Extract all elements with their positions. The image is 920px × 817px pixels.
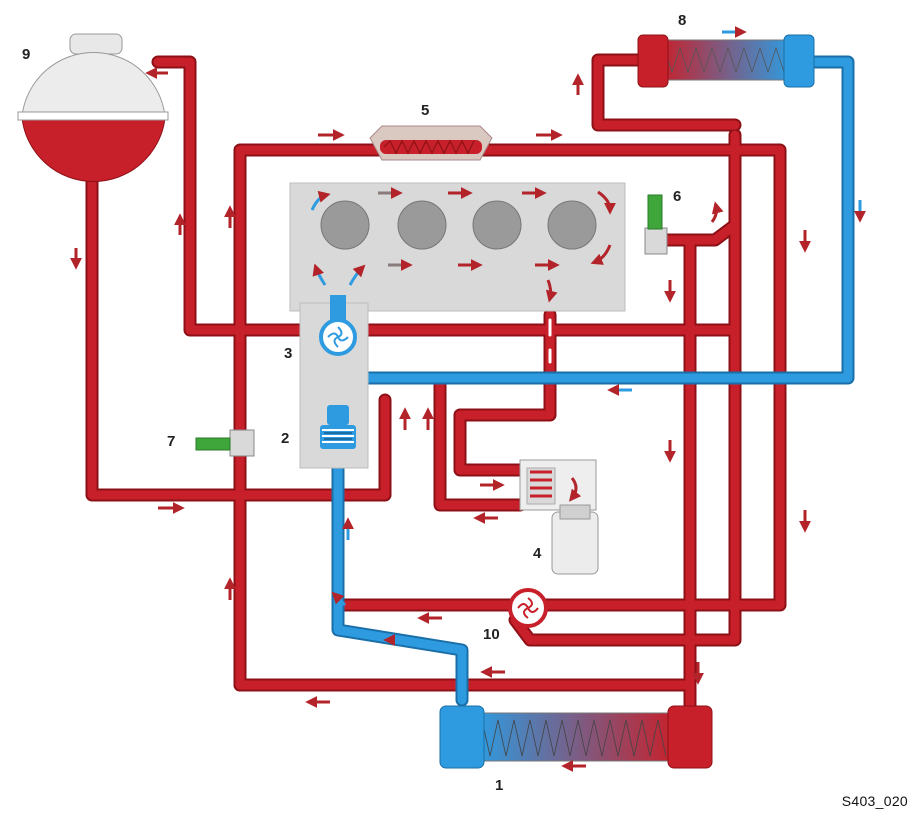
flow-arrows-cold bbox=[331, 26, 866, 646]
label-radiator: 1 bbox=[495, 777, 504, 794]
figure-code: S403_020 bbox=[841, 793, 908, 809]
label-sensor-7: 7 bbox=[167, 433, 176, 450]
thermostat bbox=[320, 405, 356, 449]
egr-cooler bbox=[369, 125, 493, 161]
label-heater-core: 8 bbox=[678, 12, 687, 29]
label-expansion-tank: 9 bbox=[22, 46, 31, 63]
label-coolant-pump: 3 bbox=[284, 345, 293, 362]
temperature-sensor-7 bbox=[195, 429, 255, 457]
label-egr-cooler: 5 bbox=[421, 102, 430, 119]
engine-block bbox=[289, 182, 626, 312]
label-thermostat: 2 bbox=[281, 430, 290, 447]
label-aux-pump: 10 bbox=[483, 626, 500, 643]
label-sensor-6: 6 bbox=[673, 188, 682, 205]
auxiliary-pump bbox=[508, 588, 548, 628]
hot-coolant-pipes bbox=[85, 53, 787, 742]
expansion-tank bbox=[17, 33, 169, 183]
flow-arrows-hot bbox=[70, 67, 811, 772]
label-oil-cooler: 4 bbox=[533, 545, 542, 562]
radiator bbox=[439, 705, 713, 769]
heater-core bbox=[637, 34, 815, 88]
temperature-sensor-6 bbox=[644, 194, 668, 255]
oil-cooler bbox=[519, 459, 599, 575]
